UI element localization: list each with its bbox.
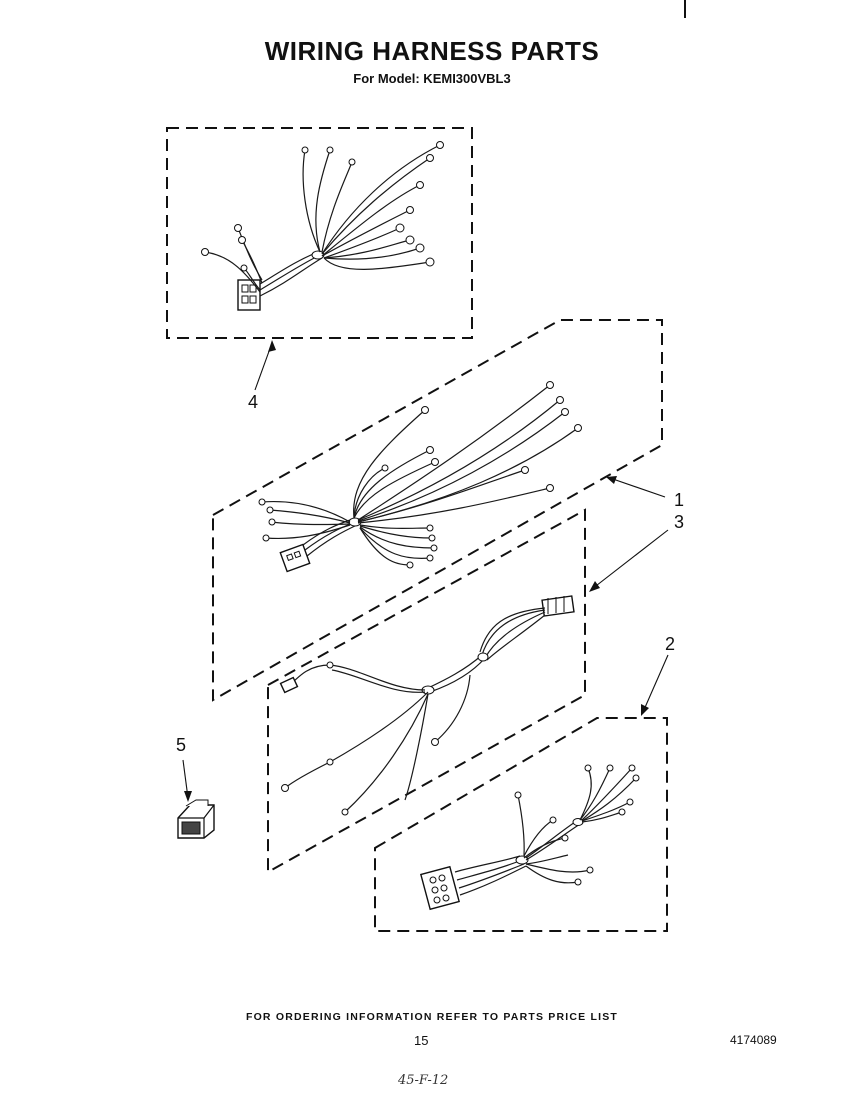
part-1-harness bbox=[212, 319, 663, 702]
part-3-harness bbox=[267, 476, 669, 874]
part-5-relay bbox=[177, 759, 215, 839]
handwritten-note: 45-F-12 bbox=[398, 1073, 449, 1088]
document-number: 4174089 bbox=[730, 1033, 777, 1047]
callout-1: 1 bbox=[674, 490, 685, 510]
part-4-harness bbox=[166, 127, 473, 391]
callout-3: 3 bbox=[674, 512, 685, 532]
callout-4: 4 bbox=[248, 392, 259, 412]
part-4-dashed-box bbox=[166, 127, 473, 339]
page-title: WIRING HARNESS PARTS bbox=[264, 36, 600, 66]
part-2-harness bbox=[374, 654, 669, 932]
callout-5: 5 bbox=[176, 735, 187, 755]
part-1-dashed-box bbox=[212, 319, 663, 702]
part-2-dashed-box bbox=[374, 717, 668, 932]
part-3-dashed-box bbox=[267, 508, 586, 874]
model-subtitle: For Model: KEMI300VBL3 bbox=[353, 71, 511, 86]
ordering-note: FOR ORDERING INFORMATION REFER TO PARTS … bbox=[245, 1011, 619, 1023]
callout-2: 2 bbox=[665, 634, 676, 654]
page-number: 15 bbox=[414, 1033, 429, 1048]
